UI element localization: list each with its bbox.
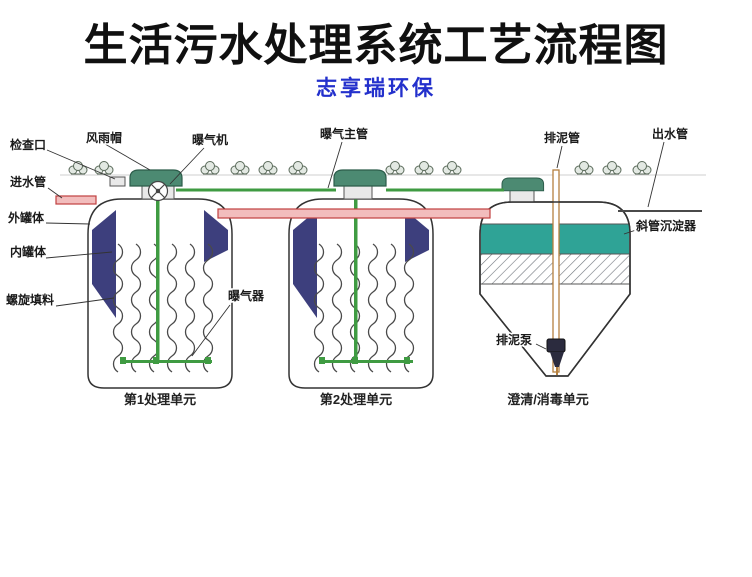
label-rain-cap: 风雨帽 bbox=[86, 130, 122, 145]
tank1-body bbox=[87, 198, 233, 389]
label-air-diffuser: 曝气器 bbox=[228, 288, 265, 303]
labels: 检查口 风雨帽 曝气机 进水管 外罐体 内罐体 螺旋填料 曝气主管 曝气器 排泥… bbox=[5, 125, 699, 349]
inlet-pipe bbox=[55, 195, 97, 205]
tank2-diffuser-icon bbox=[404, 357, 410, 364]
tank1-inner-wall-left bbox=[92, 210, 116, 318]
tank2-aeration-manifold bbox=[321, 360, 413, 363]
process-diagram-svg: 检查口 风雨帽 曝气机 进水管 外罐体 内罐体 螺旋填料 曝气主管 曝气器 排泥… bbox=[5, 125, 706, 407]
shrub-icon bbox=[94, 161, 114, 175]
aeration-main-pipe-seg1 bbox=[176, 188, 336, 192]
page-title: 生活污水处理系统工艺流程图 bbox=[83, 21, 669, 70]
shrub-icon bbox=[200, 161, 220, 175]
label-outer-tank: 外罐体 bbox=[8, 210, 45, 225]
leader-inlet-pipe bbox=[47, 187, 63, 199]
tank2-inner-wall-right bbox=[405, 210, 429, 262]
leader-inner-tank bbox=[45, 251, 113, 259]
tank1-diffuser-icon bbox=[120, 357, 126, 364]
shrub-icon bbox=[414, 161, 434, 175]
tank1-aeration-downpipe bbox=[156, 188, 160, 362]
tank1-inner-wall-right bbox=[204, 210, 228, 262]
leader-sludge-pipe bbox=[556, 145, 563, 169]
inspection-port bbox=[109, 176, 126, 187]
page-subtitle: 志享瑞环保 bbox=[316, 77, 436, 100]
sludge-pump-icon bbox=[546, 338, 566, 375]
label-sludge-pipe: 排泥管 bbox=[544, 130, 580, 145]
tank2-diffuser-icon bbox=[319, 357, 325, 364]
shrub-icon bbox=[258, 161, 278, 175]
shrub-icon bbox=[385, 161, 405, 175]
label-inspection-port: 检查口 bbox=[10, 137, 46, 152]
page: 生活污水处理系统工艺流程图 志享瑞环保 bbox=[0, 20, 752, 432]
tank2-diffuser-icon bbox=[352, 357, 358, 364]
tank-3 bbox=[479, 169, 631, 377]
label-spiral-packing: 螺旋填料 bbox=[6, 292, 54, 307]
leader-outer-tank bbox=[45, 222, 91, 225]
process-diagram: 检查口 风雨帽 曝气机 进水管 外罐体 内罐体 螺旋填料 曝气主管 曝气器 排泥… bbox=[0, 122, 752, 432]
leader-outlet-pipe bbox=[647, 141, 665, 208]
tank-2 bbox=[288, 169, 434, 389]
aerator-fan-icon bbox=[147, 180, 169, 202]
tank2-inner-wall-left bbox=[293, 210, 317, 318]
rain-cap-icon bbox=[333, 169, 387, 187]
shrub-icon bbox=[230, 161, 250, 175]
label-inlet-pipe: 进水管 bbox=[10, 174, 46, 189]
leader-aeration-main bbox=[327, 141, 343, 189]
shrub-icon bbox=[442, 161, 462, 175]
pipes bbox=[55, 188, 702, 219]
tank-1 bbox=[87, 169, 233, 389]
rain-cap-icon bbox=[501, 177, 545, 192]
shrub-icon bbox=[288, 161, 308, 175]
label-inner-tank: 内罐体 bbox=[10, 244, 47, 259]
leader-rain-cap bbox=[104, 143, 151, 171]
tank1-aeration-manifold bbox=[120, 360, 212, 363]
shrub-icon bbox=[574, 161, 594, 175]
caption-unit2: 第2处理单元 bbox=[320, 392, 392, 407]
tank3-neck bbox=[509, 189, 535, 203]
leader-lines bbox=[45, 141, 665, 357]
shrub-icon bbox=[632, 161, 652, 175]
leader-inspection-port bbox=[46, 149, 116, 180]
caption-unit3: 澄清/消毒单元 bbox=[507, 392, 589, 407]
tank1-diffuser-icon bbox=[153, 357, 159, 364]
leader-spiral-packing bbox=[55, 297, 115, 307]
shrub-icon bbox=[602, 161, 622, 175]
leader-aerator bbox=[169, 147, 205, 185]
label-sludge-pump: 排泥泵 bbox=[496, 332, 532, 347]
label-inclined-settler: 斜管沉淀器 bbox=[635, 218, 697, 233]
tank1-diffuser-icon bbox=[205, 357, 211, 364]
tank2-aeration-downpipe bbox=[354, 188, 358, 362]
caption-unit1: 第1处理单元 bbox=[124, 392, 196, 407]
leader-sludge-pump bbox=[535, 343, 547, 350]
leader-air-diffuser bbox=[191, 304, 231, 357]
label-aerator: 曝气机 bbox=[192, 132, 228, 147]
captions: 第1处理单元 第2处理单元 澄清/消毒单元 bbox=[124, 392, 589, 407]
label-aeration-main: 曝气主管 bbox=[320, 126, 368, 141]
label-outlet-pipe: 出水管 bbox=[652, 126, 688, 141]
aeration-main-pipe-seg2 bbox=[386, 188, 504, 192]
tank2-body bbox=[288, 198, 434, 389]
transfer-pipe bbox=[217, 208, 491, 219]
tank2-neck bbox=[343, 185, 373, 200]
leader-inclined-settler bbox=[623, 229, 637, 235]
